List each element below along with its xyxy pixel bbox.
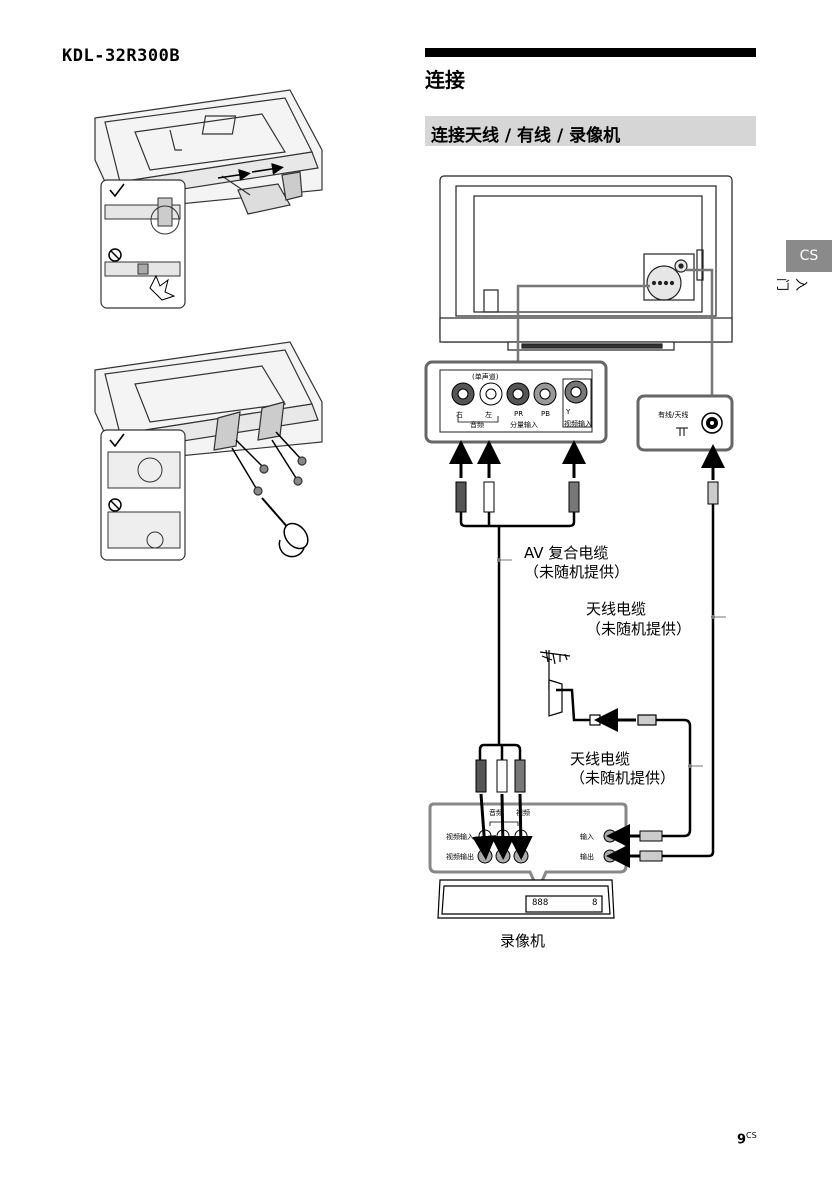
subsection-bar	[425, 116, 756, 146]
subsection-title: 连接天线 / 有线 / 录像机	[431, 126, 621, 146]
page-number-value: 9	[737, 1132, 747, 1148]
vcr-body	[437, 879, 615, 919]
section-rule	[425, 48, 756, 57]
tv-av-input-panel	[424, 360, 608, 444]
section-title: 连接	[425, 68, 465, 92]
stand-detail-inset-1	[100, 179, 186, 309]
antenna-panel-label: 有线/天线	[658, 411, 689, 419]
vcr-out-label: 输出	[580, 853, 594, 861]
pr-label: PR	[514, 410, 524, 418]
av-cable-label-line1: AV 复合电缆	[524, 544, 609, 562]
stand-detail-inset-2	[100, 429, 186, 561]
y-label: Y	[566, 408, 571, 416]
tv-antenna-input-panel	[636, 394, 734, 452]
pb-label: PB	[541, 410, 551, 418]
tv-back-diagram	[439, 175, 733, 351]
right-channel-label: 右	[456, 411, 463, 419]
antenna-cable-label-1-line2: （未随机提供）	[586, 620, 692, 638]
vcr-audio-label: 音频	[489, 809, 503, 817]
vcr-video-in-label: 视频输入	[446, 833, 474, 841]
vcr-rear-panel	[428, 793, 663, 894]
av-cable-vcr-end	[475, 743, 526, 793]
antenna-cable-tv	[662, 444, 726, 858]
video-input-label: 视频输入	[564, 420, 592, 428]
mono-label: (单声道)	[472, 373, 499, 381]
component-input-label: 分量输入	[510, 421, 538, 429]
vcr-in-label: 输入	[580, 833, 594, 841]
audio-label: 音频	[470, 421, 484, 429]
vcr-video-label: 视频	[516, 809, 530, 817]
vcr-display-2: 8	[592, 898, 598, 908]
outdoor-antenna	[539, 649, 703, 838]
language-tab: CS	[786, 240, 832, 272]
av-cable-tv-end	[449, 440, 586, 745]
av-cable-label-line2: （未随机提供）	[524, 563, 630, 581]
page-number: 9CS	[737, 1131, 757, 1147]
model-number: KDL-32R300B	[62, 46, 181, 66]
antenna-cable-label-2-line2: （未随机提供）	[570, 769, 676, 787]
left-channel-label: 左	[485, 411, 492, 419]
vcr-caption: 录像机	[500, 932, 546, 950]
vcr-video-out-label: 视频输出	[446, 853, 474, 861]
antenna-cable-label-2-line1: 天线电缆	[570, 750, 631, 768]
antenna-cable-label-1-line1: 天线电缆	[586, 600, 647, 618]
page-suffix: CS	[746, 1131, 757, 1140]
vcr-display: 888	[532, 898, 549, 908]
